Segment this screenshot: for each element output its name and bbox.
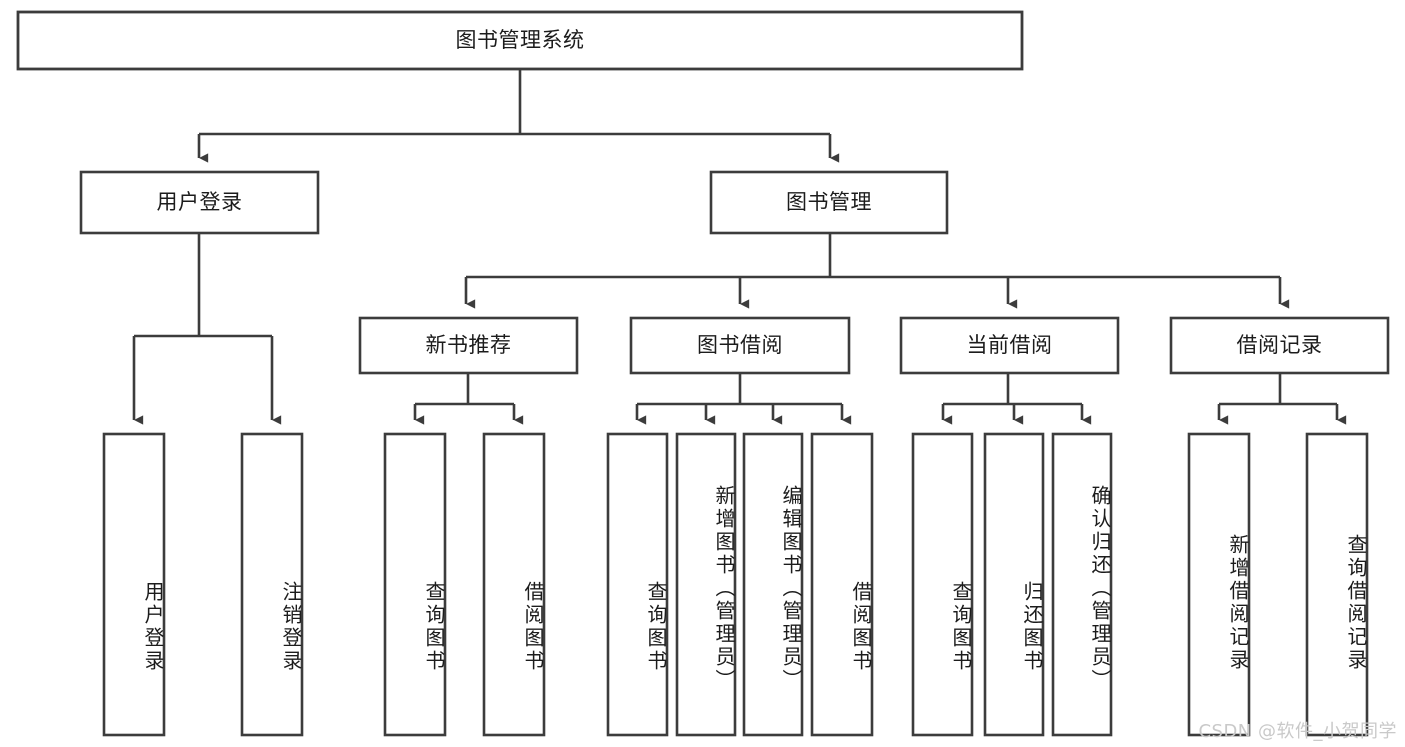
box-leaf-user-login[interactable] (102, 432, 166, 737)
box-leaf-return-book[interactable] (983, 432, 1045, 737)
box-leaf-borrow-book-1[interactable] (482, 432, 546, 737)
box-leaf-query-book-3[interactable] (911, 432, 974, 737)
box-leaf-query-record[interactable] (1305, 432, 1369, 737)
box-current-borrow[interactable] (899, 316, 1120, 375)
box-root[interactable] (16, 10, 1024, 71)
box-leaf-logout[interactable] (240, 432, 304, 737)
box-book-borrow[interactable] (629, 316, 851, 375)
box-book-manage[interactable] (709, 170, 949, 235)
box-leaf-edit-book[interactable] (742, 432, 804, 737)
box-leaf-query-book-1[interactable] (383, 432, 447, 737)
box-user-login[interactable] (79, 170, 320, 235)
box-leaf-borrow-book-2[interactable] (810, 432, 874, 737)
box-leaf-query-book-2[interactable] (606, 432, 669, 737)
box-borrow-record[interactable] (1169, 316, 1390, 375)
box-leaf-confirm-return[interactable] (1051, 432, 1113, 737)
box-leaf-add-record[interactable] (1187, 432, 1251, 737)
box-leaf-add-book[interactable] (675, 432, 737, 737)
box-new-book-recommend[interactable] (358, 316, 579, 375)
